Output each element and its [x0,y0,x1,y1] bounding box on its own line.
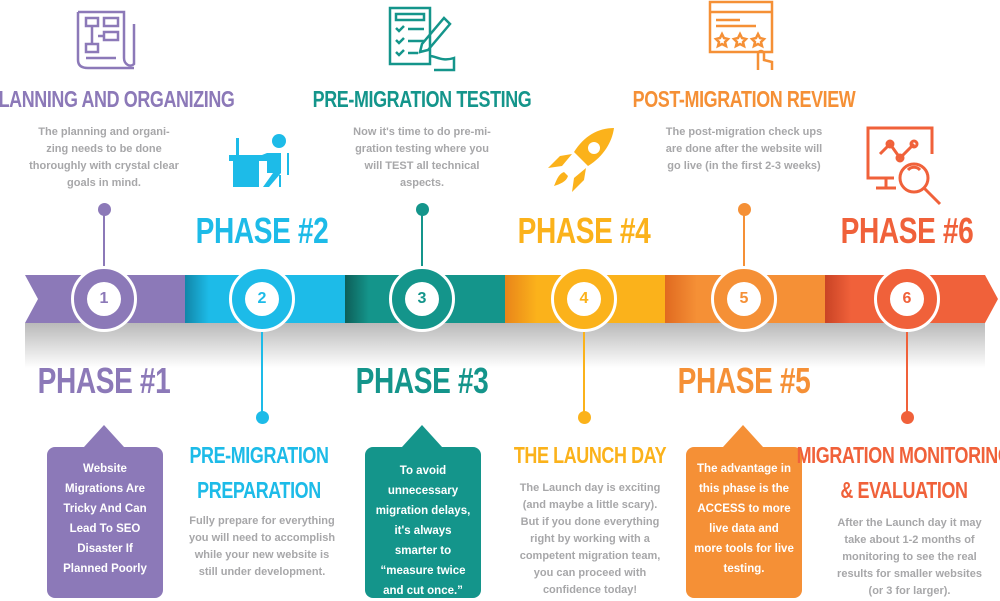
phase-6-title-line1: MIGRATION MONITORING [796,442,1000,468]
phase-circle-6: 6 [874,266,940,332]
phase-number: 2 [245,282,279,316]
connector-2 [261,330,263,418]
phase-2-label: PHASE #2 [195,210,329,251]
phase-number: 3 [405,282,439,316]
monitor-analytics-icon [866,126,942,206]
phase-3-callout: To avoid unnecessary migration delays, i… [365,447,481,598]
phase-2-title-line2: PREPARATION [197,477,321,503]
phase-circle-5: 5 [711,266,777,332]
dot-4 [578,411,591,424]
connector-1 [103,210,105,268]
phase-5-description: The post-migration check ups are done af… [665,126,823,172]
phase-6-description: After the Launch day it may take about 1… [837,517,982,597]
phase-1-title: PLANNING AND ORGANIZING [0,86,235,112]
phase-5-callout: The advantage in this phase is the ACCES… [686,447,802,598]
phase-4-label: PHASE #4 [517,210,651,251]
person-at-computer-icon [229,134,289,187]
phase-1-callout: Website Migrations Are Tricky And Can Le… [47,447,163,598]
dot-5 [738,203,751,216]
callout-pointer-5 [723,425,763,447]
dot-2 [256,411,269,424]
phase-1-label: PHASE #1 [37,360,171,401]
phase-5-title: POST-MIGRATION REVIEW [632,86,856,112]
phase-2-description: Fully prepare for everything you will ne… [188,515,336,578]
phase-3-label: PHASE #3 [355,360,489,401]
checklist-pen-icon [388,6,456,72]
phase-circle-3: 3 [389,266,455,332]
flowchart-document-icon [76,10,136,70]
phase-circle-4: 4 [551,266,617,332]
phase-4-title: THE LAUNCH DAY [513,442,667,468]
connector-3 [421,210,423,268]
phase-number: 1 [87,282,121,316]
dot-6 [901,411,914,424]
phase-5-label: PHASE #5 [677,360,811,401]
phase-3-title: PRE-MIGRATION TESTING [312,86,532,112]
dot-3 [416,203,429,216]
phase-number: 5 [727,282,761,316]
band-shadow [25,323,985,368]
phase-number: 6 [890,282,924,316]
phase-4-description: The Launch day is exciting (and maybe a … [519,482,661,596]
connector-6 [906,330,908,418]
phase-number: 4 [567,282,601,316]
phase-3-description: Now it's time to do pre-mi-gration testi… [353,126,491,189]
phase-circle-1: 1 [71,266,137,332]
phase-1-description: The planning and organi-zing needs to be… [29,126,179,189]
connector-5 [743,210,745,268]
rocket-icon [548,128,614,192]
callout-pointer-3 [402,425,442,447]
phase-2-title-line1: PRE-MIGRATION [189,442,329,468]
rating-review-icon [708,0,774,70]
phase-circle-2: 2 [229,266,295,332]
dot-1 [98,203,111,216]
callout-pointer-1 [84,425,124,447]
phase-6-title-line2: & EVALUATION [840,477,968,503]
connector-4 [583,330,585,418]
phase-6-label: PHASE #6 [840,210,974,251]
